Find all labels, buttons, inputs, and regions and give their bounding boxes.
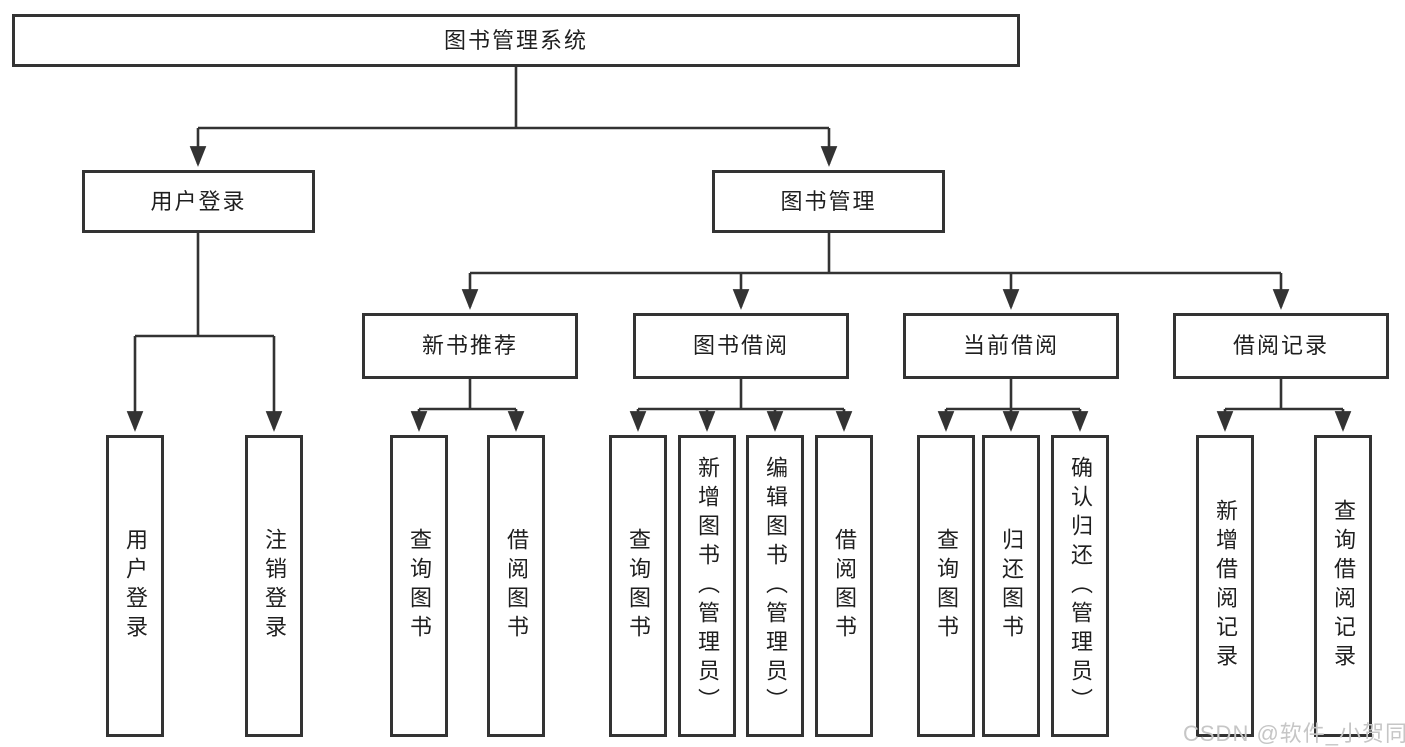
leaf-query-books-current: 查询图书 [917,435,975,737]
node-label: 借阅图书 [504,528,529,644]
node-book-management: 图书管理 [712,170,945,233]
leaf-borrow-books-recommend: 借阅图书 [487,435,545,737]
node-new-book-recommendation: 新书推荐 [362,313,578,379]
node-label: 借阅图书 [832,528,857,644]
node-label: 查询图书 [407,528,432,644]
node-label: 用户登录 [123,528,148,644]
node-label: 当前借阅 [962,333,1059,358]
node-borrowing-records: 借阅记录 [1173,313,1389,379]
node-label: 图书管理 [780,188,877,214]
node-label: 查询借阅记录 [1331,499,1356,673]
leaf-confirm-return-admin: 确认归还（管理员） [1051,435,1109,737]
leaf-query-borrow-record: 查询借阅记录 [1314,435,1372,737]
leaf-edit-books-admin: 编辑图书（管理员） [746,435,804,737]
node-book-borrowing: 图书借阅 [633,313,849,379]
node-label: 图书管理系统 [443,27,588,53]
node-label: 编辑图书（管理员） [763,455,788,717]
node-label: 新增借阅记录 [1213,499,1238,673]
node-label: 新书推荐 [421,333,518,358]
leaf-add-books-admin: 新增图书（管理员） [678,435,736,737]
node-label: 归还图书 [999,528,1024,644]
node-label: 确认归还（管理员） [1068,455,1093,717]
csdn-watermark: CSDN @软件_小贺同学 [1183,721,1405,746]
node-label: 借阅记录 [1232,333,1329,358]
leaf-logout: 注销登录 [245,435,303,737]
node-library-management-system: 图书管理系统 [12,14,1020,67]
node-user-login: 用户登录 [82,170,315,233]
node-label: 新增图书（管理员） [695,455,720,717]
node-label: 注销登录 [262,528,287,644]
leaf-borrow-books: 借阅图书 [815,435,873,737]
node-label: 图书借阅 [692,333,789,358]
node-label: 查询图书 [626,528,651,644]
node-label: 查询图书 [934,528,959,644]
leaf-add-borrow-record: 新增借阅记录 [1196,435,1254,737]
node-label: 用户登录 [150,188,247,214]
leaf-return-books: 归还图书 [982,435,1040,737]
leaf-query-books-borrow: 查询图书 [609,435,667,737]
leaf-user-login: 用户登录 [106,435,164,737]
leaf-query-books-recommend: 查询图书 [390,435,448,737]
node-current-borrowing: 当前借阅 [903,313,1119,379]
